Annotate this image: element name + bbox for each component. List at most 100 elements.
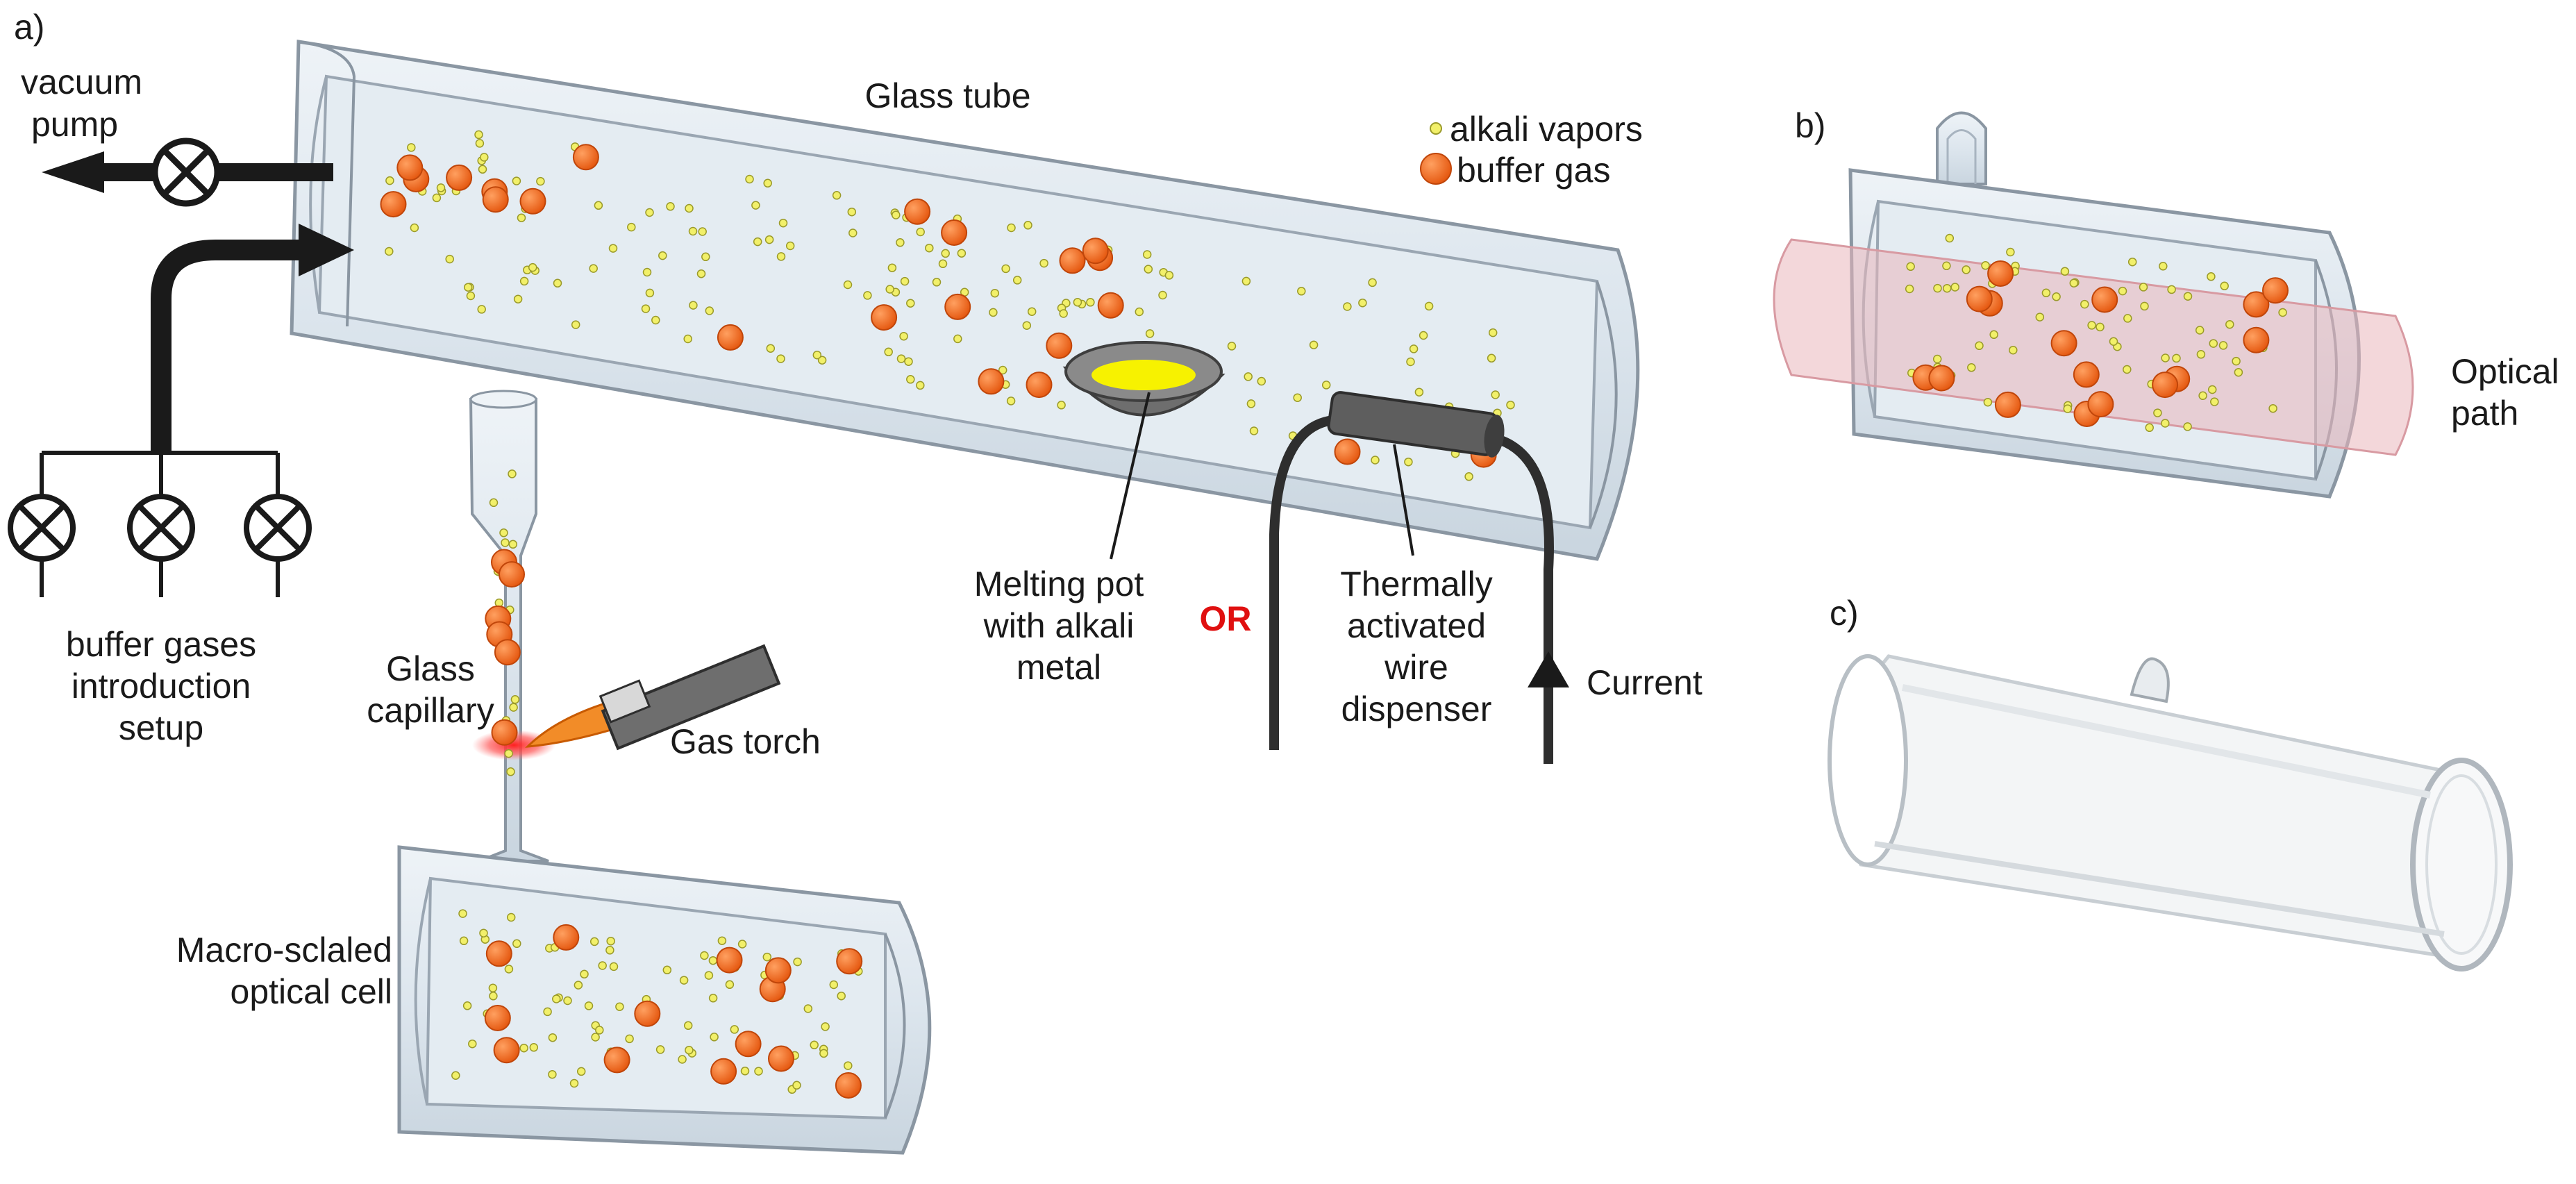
alkali-vapor-particle — [499, 528, 508, 537]
alkali-vapor-particle — [916, 227, 925, 237]
buffer-gas-particle — [1082, 237, 1109, 265]
alkali-vapor-particle — [2109, 337, 2118, 346]
current-label: Current — [1587, 663, 1703, 702]
alkali-vapor-particle — [512, 939, 521, 949]
alkali-vapor-particle — [477, 305, 486, 314]
vacuum-label-2: pump — [31, 105, 118, 144]
alkali-vapor-particle — [1022, 321, 1032, 330]
alkali-vapor-particle — [2118, 286, 2127, 296]
alkali-vapor-particle — [990, 288, 1000, 298]
alkali-vapor-particle — [1142, 250, 1152, 259]
alkali-vapor-particle — [510, 695, 520, 704]
alkali-vapor-particle — [812, 350, 822, 360]
alkali-vapor-particle — [745, 174, 754, 184]
alkali-vapor-particle — [509, 703, 518, 712]
alkali-vapor-particle — [662, 965, 672, 975]
alkali-vapor-particle — [892, 210, 901, 219]
alkali-vapor-particle — [710, 1033, 719, 1042]
alkali-vapor-particle — [479, 928, 488, 937]
alkali-vapor-particle — [751, 201, 760, 210]
alkali-vapor-particle — [1057, 401, 1066, 410]
alkali-vapor-particle — [598, 961, 607, 970]
alkali-vapor-particle — [666, 202, 675, 211]
alkali-vapor-particle — [506, 767, 515, 776]
glass-cell-photo — [1828, 654, 2513, 972]
buffer-gas-particle — [904, 198, 931, 225]
alkali-vapor-particle — [832, 191, 842, 200]
panel-b-label: b) — [1795, 106, 1825, 145]
alkali-vapor-particle — [2209, 339, 2218, 348]
gas-torch-icon — [525, 644, 781, 751]
buffer-gas-particle — [716, 947, 743, 974]
alkali-vapor-particle — [906, 299, 915, 308]
alkali-vapor-particle — [1293, 393, 1302, 402]
alkali-vapor-particle — [385, 247, 394, 256]
alkali-vapor-particle — [459, 936, 469, 946]
alkali-vapor-particle — [451, 1071, 460, 1080]
alkali-vapor-particle — [407, 143, 416, 152]
alkali-vapor-particle — [778, 218, 788, 228]
alkali-vapor-particle — [2234, 367, 2243, 377]
alkali-vapor-particle — [698, 227, 707, 236]
alkali-vapor-particle — [651, 315, 660, 325]
macro-cell-label-2: optical cell — [231, 972, 392, 1011]
alkali-vapor-particle — [2232, 356, 2241, 366]
alkali-vapor-particle — [508, 469, 517, 478]
alkali-vapor-particle — [941, 249, 950, 258]
alkali-vapor-particle — [468, 1039, 477, 1049]
alkali-vapor-particle — [1012, 276, 1022, 285]
alkali-vapor-particle — [932, 278, 942, 287]
alkali-vapor-particle — [683, 1021, 693, 1031]
alkali-vapor-particle — [1343, 302, 1352, 311]
alkali-vapor-particle — [2035, 312, 2045, 322]
alkali-vapor-particle — [553, 278, 562, 288]
buffer-gas-particle — [493, 1037, 520, 1064]
alkali-vapor-particle — [683, 334, 692, 344]
alkali-vapor-particle — [1983, 397, 1993, 407]
alkali-vapor-particle — [1942, 261, 1951, 271]
alkali-vapor-particle — [957, 249, 967, 258]
alkali-vapor-particle — [2140, 301, 2149, 311]
buffer-gas-particle — [603, 1047, 630, 1074]
alkali-vapor-particle — [792, 1081, 801, 1090]
alkali-vapor-particle — [793, 957, 802, 967]
alkali-vapor-particle — [810, 1040, 819, 1050]
alkali-vapor-particle — [740, 1067, 750, 1076]
alkali-vapor-particle — [998, 365, 1007, 375]
alkali-vapor-particle — [1424, 301, 1434, 311]
alkali-vapor-particle — [753, 237, 762, 247]
buffer-gas-particle — [484, 1005, 511, 1031]
alkali-vapor-particle — [571, 320, 580, 329]
buffer-gas-particle — [499, 561, 525, 588]
buffer-gas-particle — [871, 304, 898, 331]
alkali-vapor-particle — [1414, 387, 1424, 397]
buffer-gas-particle — [485, 940, 512, 967]
alkali-vapor-particle — [563, 996, 572, 1006]
alkali-vapor-particle — [896, 238, 905, 247]
alkali-vapor-particle — [584, 1001, 594, 1010]
alkali-vapor-particle — [2009, 345, 2018, 355]
buffer-gas-inlet — [8, 224, 354, 597]
alkali-vapor-particle — [463, 283, 473, 292]
alkali-vapor-particle — [508, 540, 518, 549]
alkali-vapor-particle — [1905, 284, 1914, 294]
alkali-vapor-particle — [591, 1033, 600, 1042]
buffer-gas-particle — [941, 219, 968, 246]
alkali-vapor-particle — [900, 276, 910, 286]
capillary-particles — [485, 469, 525, 776]
alkali-vapor-particle — [1962, 265, 1971, 274]
alkali-vapor-particle — [717, 936, 727, 945]
alkali-vapor-particle — [1950, 283, 1959, 292]
alkali-vapor-particle — [519, 1043, 528, 1053]
alkali-vapor-particle — [1006, 397, 1016, 406]
alkali-vapor-particle — [2063, 404, 2073, 413]
alkali-vapor-particle — [1491, 390, 1500, 399]
glass-capillary — [469, 390, 555, 862]
alkali-vapor-particle — [1487, 353, 1496, 363]
alkali-vapor-particle — [1145, 329, 1155, 338]
alkali-vapor-particle — [1371, 456, 1380, 465]
alkali-vapor-particle — [2139, 283, 2148, 292]
alkali-vapor-particle — [696, 269, 706, 278]
alkali-vapor-particle — [2220, 281, 2229, 291]
buffer-gas-particle — [396, 154, 424, 181]
